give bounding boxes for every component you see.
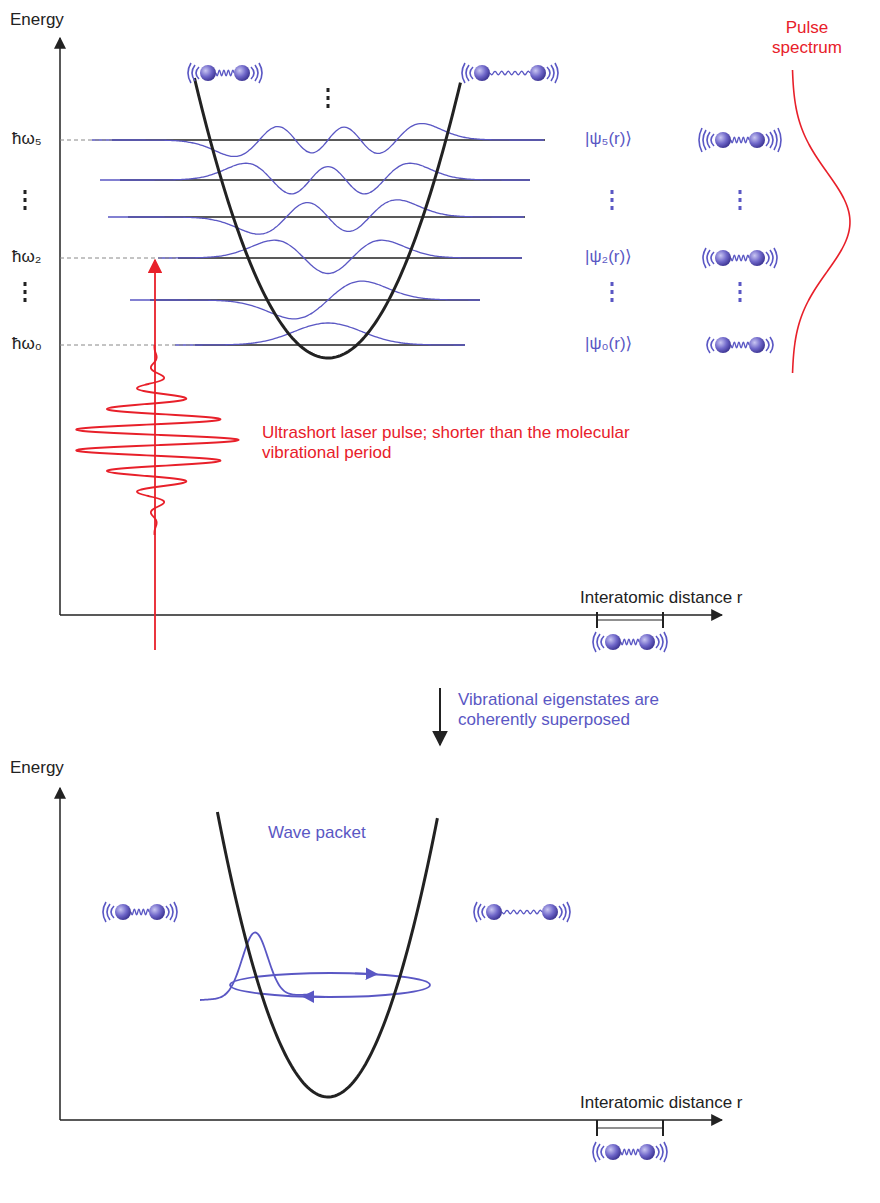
orbit-arrow — [355, 972, 372, 974]
energy-axis — [59, 38, 61, 615]
state-ket: |ψ₀(r)⟩ — [585, 334, 632, 354]
potential-well — [217, 812, 437, 1097]
ellipsis-dot — [24, 190, 27, 194]
energy-axis — [59, 788, 61, 1120]
wavefunction — [100, 163, 530, 194]
ellipsis-dot — [24, 298, 27, 302]
axis-label: Energy — [10, 10, 64, 30]
transition-arrow — [439, 688, 441, 745]
ellipsis-dot — [739, 290, 742, 294]
ellipsis-dot — [739, 282, 742, 286]
ellipsis-dot — [611, 298, 614, 302]
pulse-spectrum-curve — [793, 70, 850, 373]
transition-note: Vibrational eigenstates are coherently s… — [458, 690, 698, 731]
axis-label: Interatomic distance r — [580, 1093, 743, 1113]
ellipsis-dot — [327, 96, 330, 100]
packet-label: Wave packet — [268, 823, 366, 843]
axis-label: Energy — [10, 758, 64, 778]
wavefunction — [158, 240, 522, 273]
ellipsis-dot — [739, 198, 742, 202]
wavefunction — [130, 281, 480, 319]
molecule-icon — [699, 128, 781, 152]
distance-axis — [60, 614, 722, 616]
ellipsis-dot — [327, 104, 330, 108]
molecule-icon — [188, 63, 262, 83]
level-guide — [60, 140, 112, 141]
state-ket: |ψ₅(r)⟩ — [585, 129, 632, 149]
ellipsis-dot — [327, 88, 330, 92]
ellipsis-dot — [611, 190, 614, 194]
axis-label: Interatomic distance r — [580, 588, 743, 608]
molecule-icon — [593, 1142, 667, 1162]
ellipsis-dot — [24, 206, 27, 210]
laser-pulse — [76, 345, 238, 535]
distance-bracket — [597, 612, 663, 628]
state-ket: |ψ₂(r)⟩ — [585, 247, 632, 267]
ellipsis-dot — [611, 282, 614, 286]
ellipsis-dot — [24, 290, 27, 294]
level-energy: ħω₂ — [12, 247, 41, 267]
level-guide — [60, 258, 178, 259]
level-energy: ħω₀ — [12, 334, 42, 354]
ellipsis-dot — [24, 198, 27, 202]
ellipsis-dot — [611, 206, 614, 210]
molecule-icon — [703, 248, 777, 268]
molecule-icon — [462, 63, 558, 83]
pulse-note: Ultrashort laser pulse; shorter than the… — [262, 423, 662, 464]
potential-well — [194, 78, 460, 358]
ellipsis-dot — [739, 206, 742, 210]
level-guide — [60, 345, 195, 346]
wavefunction — [92, 124, 544, 157]
ellipsis-dot — [611, 290, 614, 294]
wavefunction — [108, 200, 524, 234]
ellipsis-dot — [611, 198, 614, 202]
distance-axis — [60, 1119, 722, 1121]
molecule-icon — [707, 337, 773, 353]
ellipsis-dot — [739, 298, 742, 302]
ellipsis-dot — [739, 190, 742, 194]
ellipsis-dot — [24, 282, 27, 286]
wave-packet — [200, 933, 310, 1000]
molecule-icon — [593, 632, 667, 652]
spectrum-label: Pulse spectrum — [762, 18, 852, 59]
distance-bracket — [597, 1120, 663, 1136]
molecule-icon — [103, 902, 177, 922]
wavefunction — [175, 323, 465, 345]
level-energy: ħω₅ — [12, 129, 42, 149]
molecule-icon — [474, 902, 570, 922]
orbit-arrow — [308, 996, 325, 998]
